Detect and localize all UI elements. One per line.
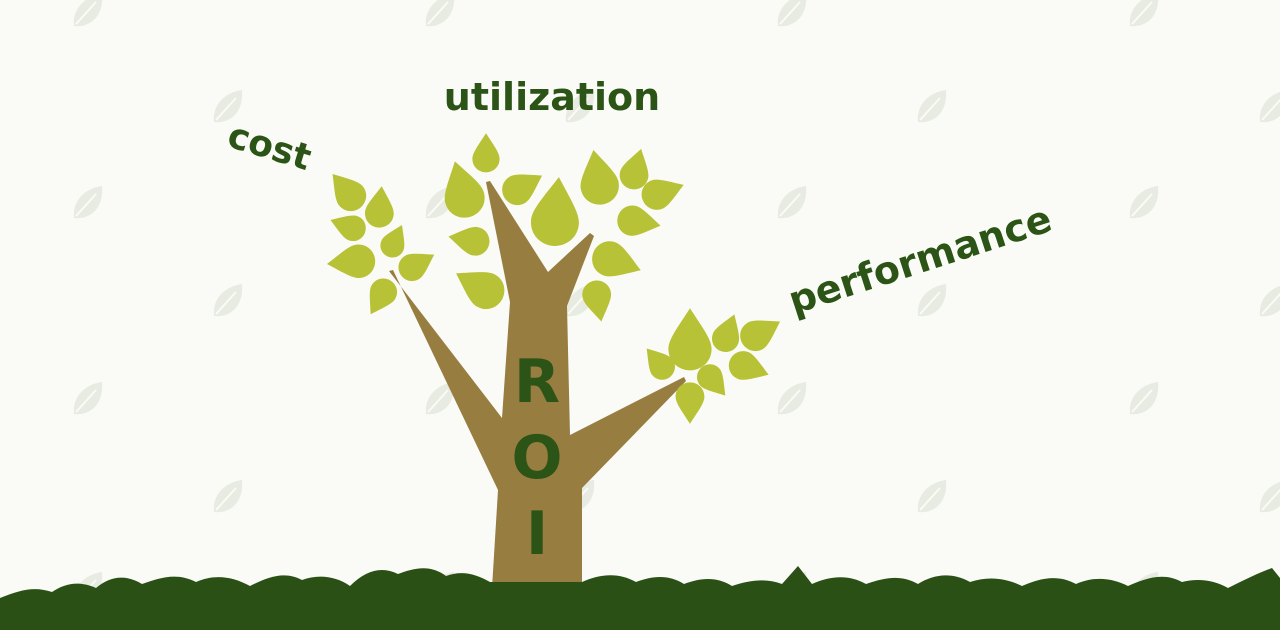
trunk-letter-i: I: [526, 499, 548, 569]
label-cost: cost: [223, 115, 316, 179]
tree-trunk: [389, 181, 686, 588]
trunk-letter-o: O: [511, 423, 562, 493]
tree-icon: R O I: [320, 133, 788, 588]
trunk-letter-r: R: [514, 347, 560, 417]
grass-icon: [0, 566, 1280, 630]
leaf-pattern-icon: [72, 0, 1280, 606]
leaf-cluster-left: [320, 164, 441, 321]
label-utilization: utilization: [444, 75, 660, 119]
